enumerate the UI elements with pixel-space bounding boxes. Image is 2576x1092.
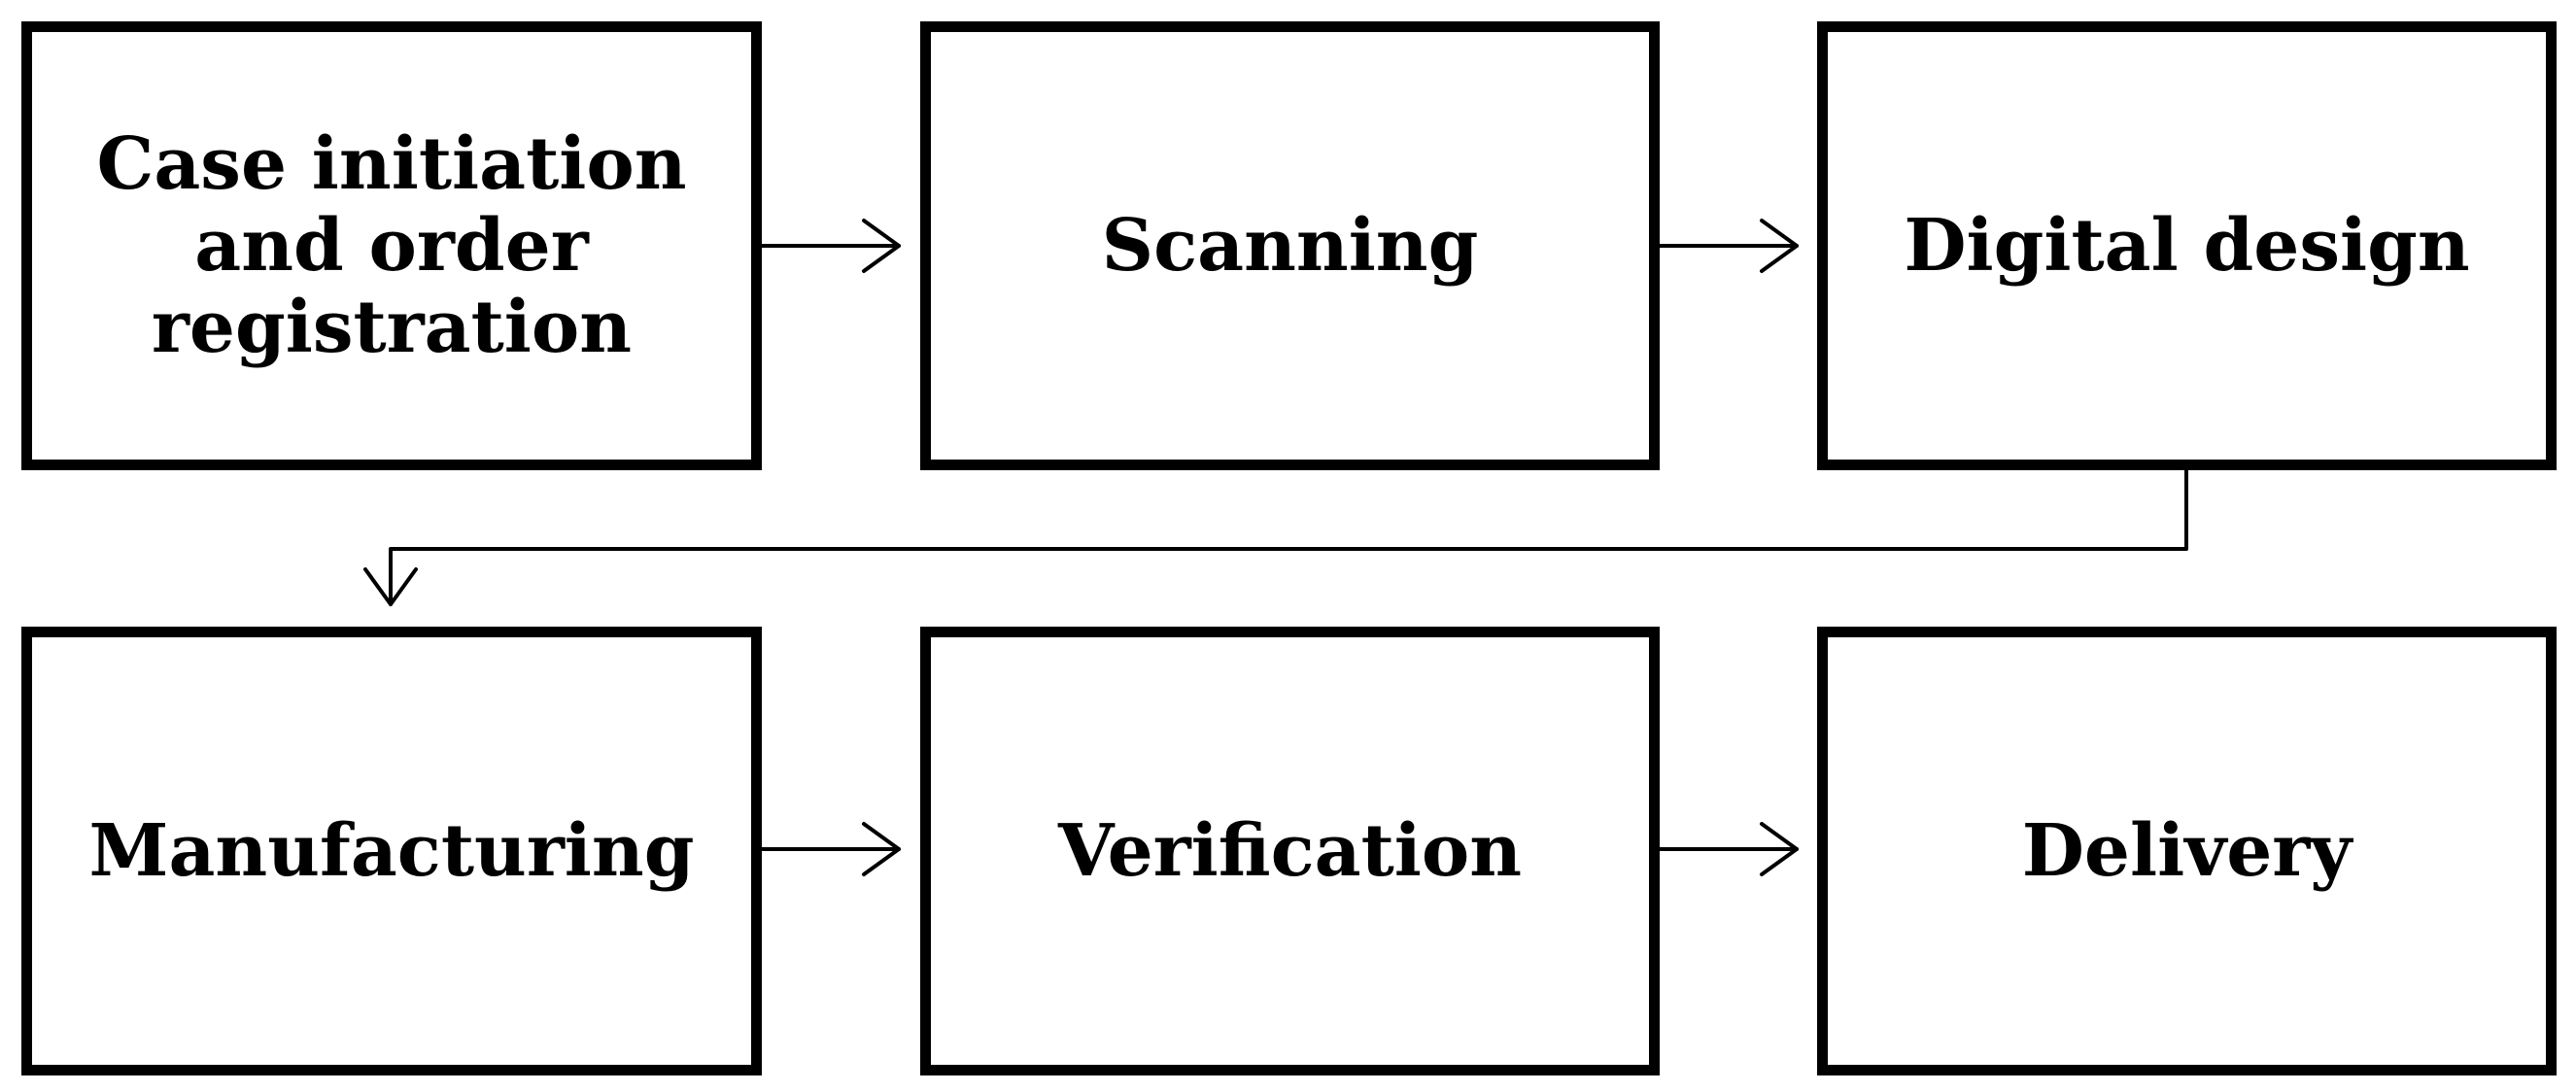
- step-case-initiation-label: Case initiation and order registration: [96, 122, 687, 369]
- step-digital-design-box: Digital design: [1817, 21, 2557, 470]
- arrow-case-initiation-to-scanning: [760, 219, 901, 273]
- arrow-verification-to-delivery: [1658, 822, 1799, 876]
- step-delivery-box: Delivery: [1817, 627, 2557, 1075]
- step-digital-design-label: Digital design: [1904, 204, 2470, 288]
- step-case-initiation-box: Case initiation and order registration: [21, 21, 762, 470]
- step-delivery-label: Delivery: [2021, 809, 2353, 893]
- arrow-digital-design-to-manufacturing: [363, 468, 2188, 606]
- step-scanning-label: Scanning: [1101, 204, 1479, 288]
- arrow-manufacturing-to-verification: [760, 822, 901, 876]
- step-manufacturing-box: Manufacturing: [21, 627, 762, 1075]
- step-verification-box: Verification: [920, 627, 1660, 1075]
- step-scanning-box: Scanning: [920, 21, 1660, 470]
- step-verification-label: Verification: [1057, 809, 1523, 893]
- arrow-scanning-to-digital-design: [1658, 219, 1799, 273]
- step-manufacturing-label: Manufacturing: [88, 809, 695, 893]
